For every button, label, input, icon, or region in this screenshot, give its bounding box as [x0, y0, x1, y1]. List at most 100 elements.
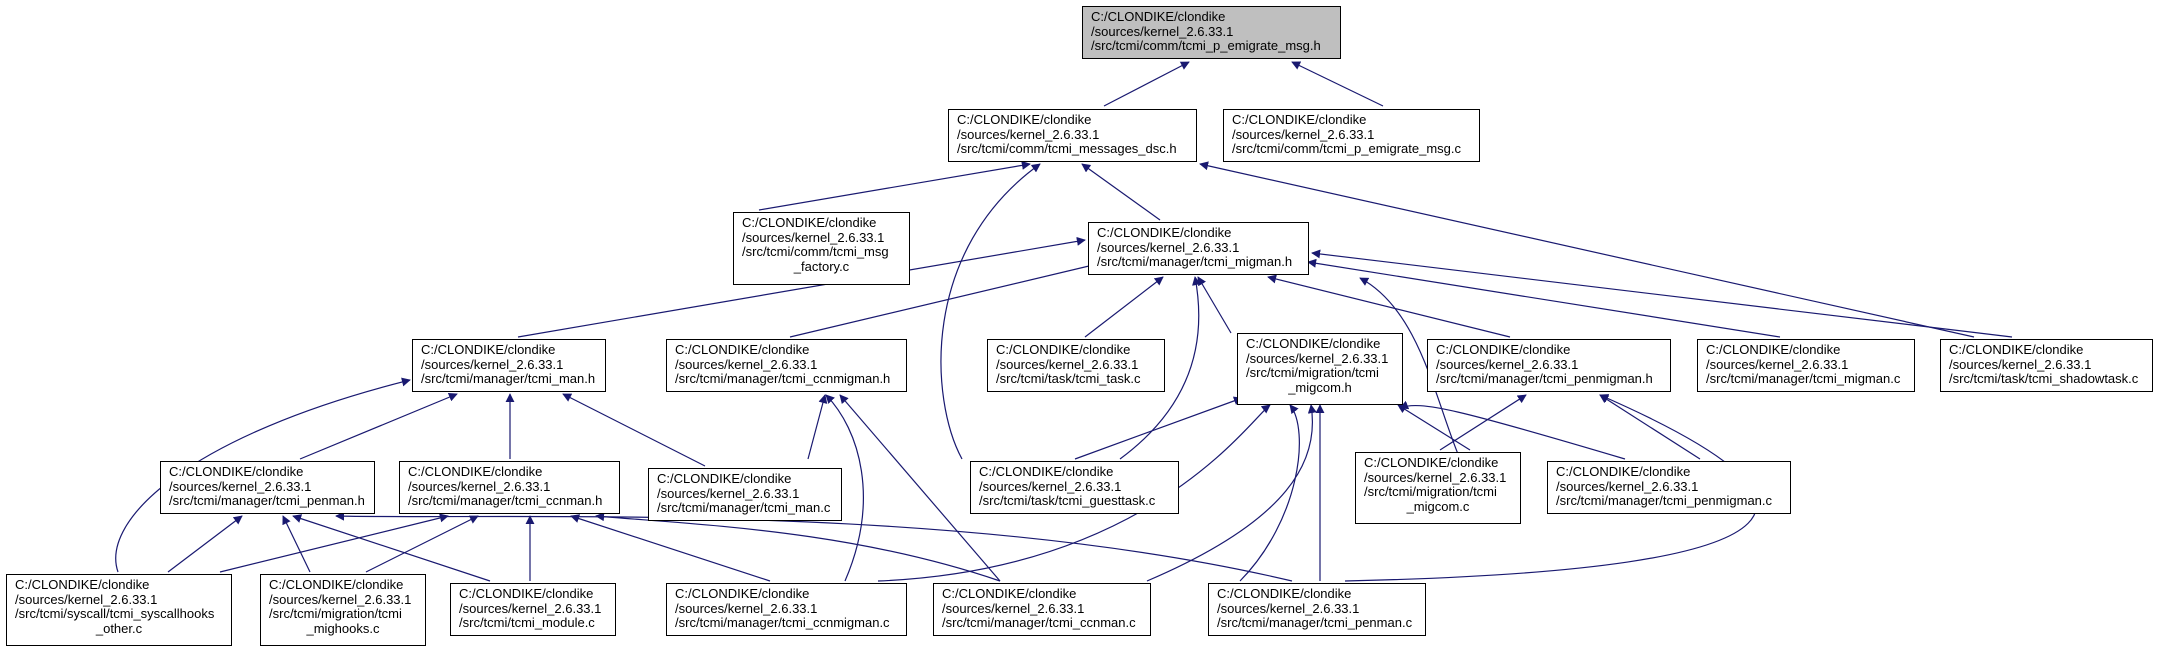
dependency-edge [167, 515, 243, 573]
dependency-edge [1084, 276, 1164, 338]
node-line: /src/tcmi/manager/tcmi_man.c [657, 500, 831, 515]
node-tcmi-migman-c[interactable]: C:/CLONDIKE/clondike /sources/kernel_2.6… [1697, 339, 1915, 392]
node-tcmi-module-c[interactable]: C:/CLONDIKE/clondike /sources/kernel_2.6… [450, 583, 616, 636]
node-tcmi-man-c[interactable]: C:/CLONDIKE/clondike /sources/kernel_2.6… [648, 468, 842, 521]
dependency-edge [1307, 258, 1781, 338]
node-line: C:/CLONDIKE/clondike [1556, 464, 1691, 479]
node-line: /src/tcmi/task/tcmi_guesttask.c [979, 493, 1156, 508]
dependency-edge [1199, 161, 1975, 338]
node-tcmi-ccnman-c[interactable]: C:/CLONDIKE/clondike /sources/kernel_2.6… [933, 583, 1151, 636]
node-line: /src/tcmi/manager/tcmi_ccnman.c [942, 615, 1136, 630]
node-tcmi-syscallhooks-other-c[interactable]: C:/CLONDIKE/clondike /sources/kernel_2.6… [6, 574, 232, 646]
node-line: _factory.c [793, 258, 850, 274]
node-line: /src/tcmi/migration/tcmi [1364, 484, 1497, 499]
node-tcmi-migcom-h[interactable]: C:/CLONDIKE/clondike /sources/kernel_2.6… [1237, 333, 1403, 405]
node-line: /src/tcmi/comm/tcmi_p_emigrate_msg.c [1232, 141, 1461, 156]
node-line: /sources/kernel_2.6.33.1 [169, 478, 312, 494]
node-line: _other.c [95, 620, 143, 636]
node-line: /src/tcmi/manager/tcmi_ccnmigman.h [675, 371, 891, 386]
node-tcmi-ccnmigman-h[interactable]: C:/CLONDIKE/clondike /sources/kernel_2.6… [666, 339, 907, 392]
node-line: C:/CLONDIKE/clondike [459, 586, 594, 601]
node-line: C:/CLONDIKE/clondike [169, 464, 304, 479]
node-line: /sources/kernel_2.6.33.1 [979, 478, 1122, 494]
node-line: C:/CLONDIKE/clondike [657, 471, 792, 486]
node-line: C:/CLONDIKE/clondike [942, 586, 1077, 601]
node-tcmi-guesttask-c[interactable]: C:/CLONDIKE/clondike /sources/kernel_2.6… [970, 461, 1179, 514]
node-tcmi-penman-h[interactable]: C:/CLONDIKE/clondike /sources/kernel_2.6… [160, 461, 375, 514]
dependency-edge [1397, 404, 1471, 451]
node-line: /src/tcmi/comm/tcmi_messages_dsc.h [957, 141, 1177, 156]
node-line: C:/CLONDIKE/clondike [1217, 586, 1352, 601]
node-tcmi-ccnmigman-c[interactable]: C:/CLONDIKE/clondike /sources/kernel_2.6… [666, 583, 907, 636]
node-tcmi-p-emigrate-msg-c[interactable]: C:/CLONDIKE/clondike /sources/kernel_2.6… [1223, 109, 1480, 162]
dependency-edge [365, 515, 479, 573]
dependency-edge [940, 163, 1041, 460]
dependency-edge [1439, 394, 1527, 451]
node-tcmi-penmigman-c[interactable]: C:/CLONDIKE/clondike /sources/kernel_2.6… [1547, 461, 1791, 514]
node-line: /sources/kernel_2.6.33.1 [996, 356, 1139, 372]
node-line: /sources/kernel_2.6.33.1 [1217, 600, 1360, 616]
dependency-edge [1081, 163, 1161, 221]
node-tcmi-messages-dsc-h[interactable]: C:/CLONDIKE/clondike /sources/kernel_2.6… [948, 109, 1197, 162]
node-line: /src/tcmi/manager/tcmi_penman.h [169, 493, 365, 508]
node-tcmi-shadowtask-c[interactable]: C:/CLONDIKE/clondike /sources/kernel_2.6… [1940, 339, 2153, 392]
dependency-edge [1344, 394, 1758, 582]
node-line: C:/CLONDIKE/clondike [957, 112, 1092, 127]
node-line: /sources/kernel_2.6.33.1 [742, 229, 885, 245]
dependency-edge [1267, 274, 1511, 338]
node-line: /src/tcmi/manager/tcmi_ccnman.h [408, 493, 603, 508]
dependency-edge [1103, 61, 1190, 107]
dependency-edge [335, 511, 1293, 582]
node-line: C:/CLONDIKE/clondike [675, 342, 810, 357]
node-line: /sources/kernel_2.6.33.1 [1091, 23, 1234, 39]
dependency-edge [570, 514, 771, 582]
dependency-edge [282, 515, 311, 573]
node-line: /src/tcmi/syscall/tcmi_syscallhooks [15, 606, 215, 621]
node-tcmi-migcom-c[interactable]: C:/CLONDIKE/clondike /sources/kernel_2.6… [1355, 452, 1521, 524]
node-line: /sources/kernel_2.6.33.1 [675, 356, 818, 372]
dependency-edge [1146, 404, 1317, 582]
node-line: /src/tcmi/task/tcmi_task.c [996, 371, 1141, 386]
node-line: _mighooks.c [306, 620, 380, 636]
node-line: /sources/kernel_2.6.33.1 [1097, 239, 1240, 255]
node-line: /sources/kernel_2.6.33.1 [269, 591, 412, 607]
node-tcmi-ccnman-h[interactable]: C:/CLONDIKE/clondike /sources/kernel_2.6… [399, 461, 620, 514]
dependency-edge [758, 160, 1031, 211]
node-line: C:/CLONDIKE/clondike [1436, 342, 1571, 357]
node-line: /sources/kernel_2.6.33.1 [459, 600, 602, 616]
node-tcmi-p-emigrate-msg-h[interactable]: C:/CLONDIKE/clondike /sources/kernel_2.6… [1082, 6, 1341, 59]
node-line: C:/CLONDIKE/clondike [979, 464, 1114, 479]
node-line: /src/tcmi/comm/tcmi_msg [742, 244, 889, 259]
node-line: C:/CLONDIKE/clondike [15, 577, 150, 592]
node-line: /sources/kernel_2.6.33.1 [1364, 469, 1507, 485]
node-line: /src/tcmi/manager/tcmi_penmigman.c [1556, 493, 1773, 508]
node-tcmi-msg-factory-c[interactable]: C:/CLONDIKE/clondike /sources/kernel_2.6… [733, 212, 910, 285]
node-line: /sources/kernel_2.6.33.1 [408, 478, 551, 494]
dependency-edge [1074, 396, 1243, 460]
node-line: /sources/kernel_2.6.33.1 [1556, 478, 1699, 494]
dependency-edge [1197, 276, 1232, 334]
dependency-edge [292, 514, 491, 582]
node-line: /sources/kernel_2.6.33.1 [1949, 356, 2092, 372]
node-line: /src/tcmi/manager/tcmi_penmigman.h [1436, 371, 1653, 386]
dependency-edge [1599, 394, 1701, 460]
node-line: /src/tcmi/manager/tcmi_migman.c [1706, 371, 1901, 386]
node-tcmi-penman-c[interactable]: C:/CLONDIKE/clondike /sources/kernel_2.6… [1208, 583, 1426, 636]
node-line: C:/CLONDIKE/clondike [1232, 112, 1367, 127]
node-tcmi-mighooks-c[interactable]: C:/CLONDIKE/clondike /sources/kernel_2.6… [260, 574, 426, 646]
node-line: _migcom.c [1406, 498, 1470, 514]
node-line: /sources/kernel_2.6.33.1 [421, 356, 564, 372]
node-line: /src/tcmi/migration/tcmi [269, 606, 402, 621]
dependency-edge [517, 236, 1086, 338]
node-tcmi-task-c[interactable]: C:/CLONDIKE/clondike /sources/kernel_2.6… [987, 339, 1165, 392]
node-line: C:/CLONDIKE/clondike [1097, 225, 1232, 240]
node-tcmi-man-h[interactable]: C:/CLONDIKE/clondike /sources/kernel_2.6… [412, 339, 606, 392]
node-line: C:/CLONDIKE/clondike [1364, 455, 1499, 470]
node-tcmi-migman-h[interactable]: C:/CLONDIKE/clondike /sources/kernel_2.6… [1088, 222, 1309, 275]
node-line: /sources/kernel_2.6.33.1 [15, 591, 158, 607]
node-line: /sources/kernel_2.6.33.1 [942, 600, 1085, 616]
node-line: C:/CLONDIKE/clondike [421, 342, 556, 357]
dependency-edge [1311, 249, 2013, 338]
node-tcmi-penmigman-h[interactable]: C:/CLONDIKE/clondike /sources/kernel_2.6… [1427, 339, 1671, 392]
